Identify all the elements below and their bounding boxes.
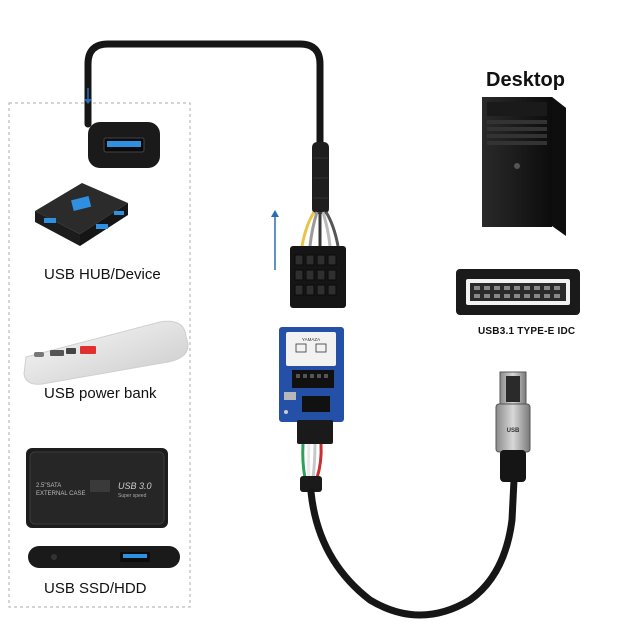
usb-external-hdd-case: 2.5"SATA EXTERNAL CASE USB 3.0 Super spe… [26,448,168,528]
pin-header-connector [290,246,346,308]
adapter-board: YAMAZA [279,327,344,422]
hdd-usb-print: USB 3.0 [118,481,152,491]
usb-port-closeup [88,122,160,168]
usb-ssd-enclosure [28,546,180,568]
hdd-size-print: 2.5"SATA [36,483,61,489]
arrow-up-icon [271,210,279,270]
header-wires [300,211,340,247]
usb-power-bank-label: USB power bank [44,385,157,402]
board-brand-print: YAMAZA [302,337,320,342]
top-cable [84,40,324,149]
arrow-down-icon [84,88,92,104]
usb-ssd-hdd-label: USB SSD/HDD [44,580,147,597]
type-e-plug: USB [495,371,531,482]
usb-power-bank-device [23,320,189,385]
hdd-case-print: EXTERNAL CASE [36,491,85,497]
desktop-tower-device [482,97,566,236]
cable-sleeve [312,142,329,214]
usb31-idc-label: USB3.1 TYPE-E IDC [478,326,576,337]
usb-hub-label: USB HUB/Device [44,266,161,283]
usb-hub-device [35,183,128,246]
hdd-speed-print: Super speed [118,493,147,499]
bottom-cable [307,476,518,619]
usb31-idc-header [456,269,580,315]
lower-connector [297,420,333,492]
device-panel-border [8,102,191,608]
plug-print: USB [507,428,520,434]
desktop-label: Desktop [486,69,565,91]
